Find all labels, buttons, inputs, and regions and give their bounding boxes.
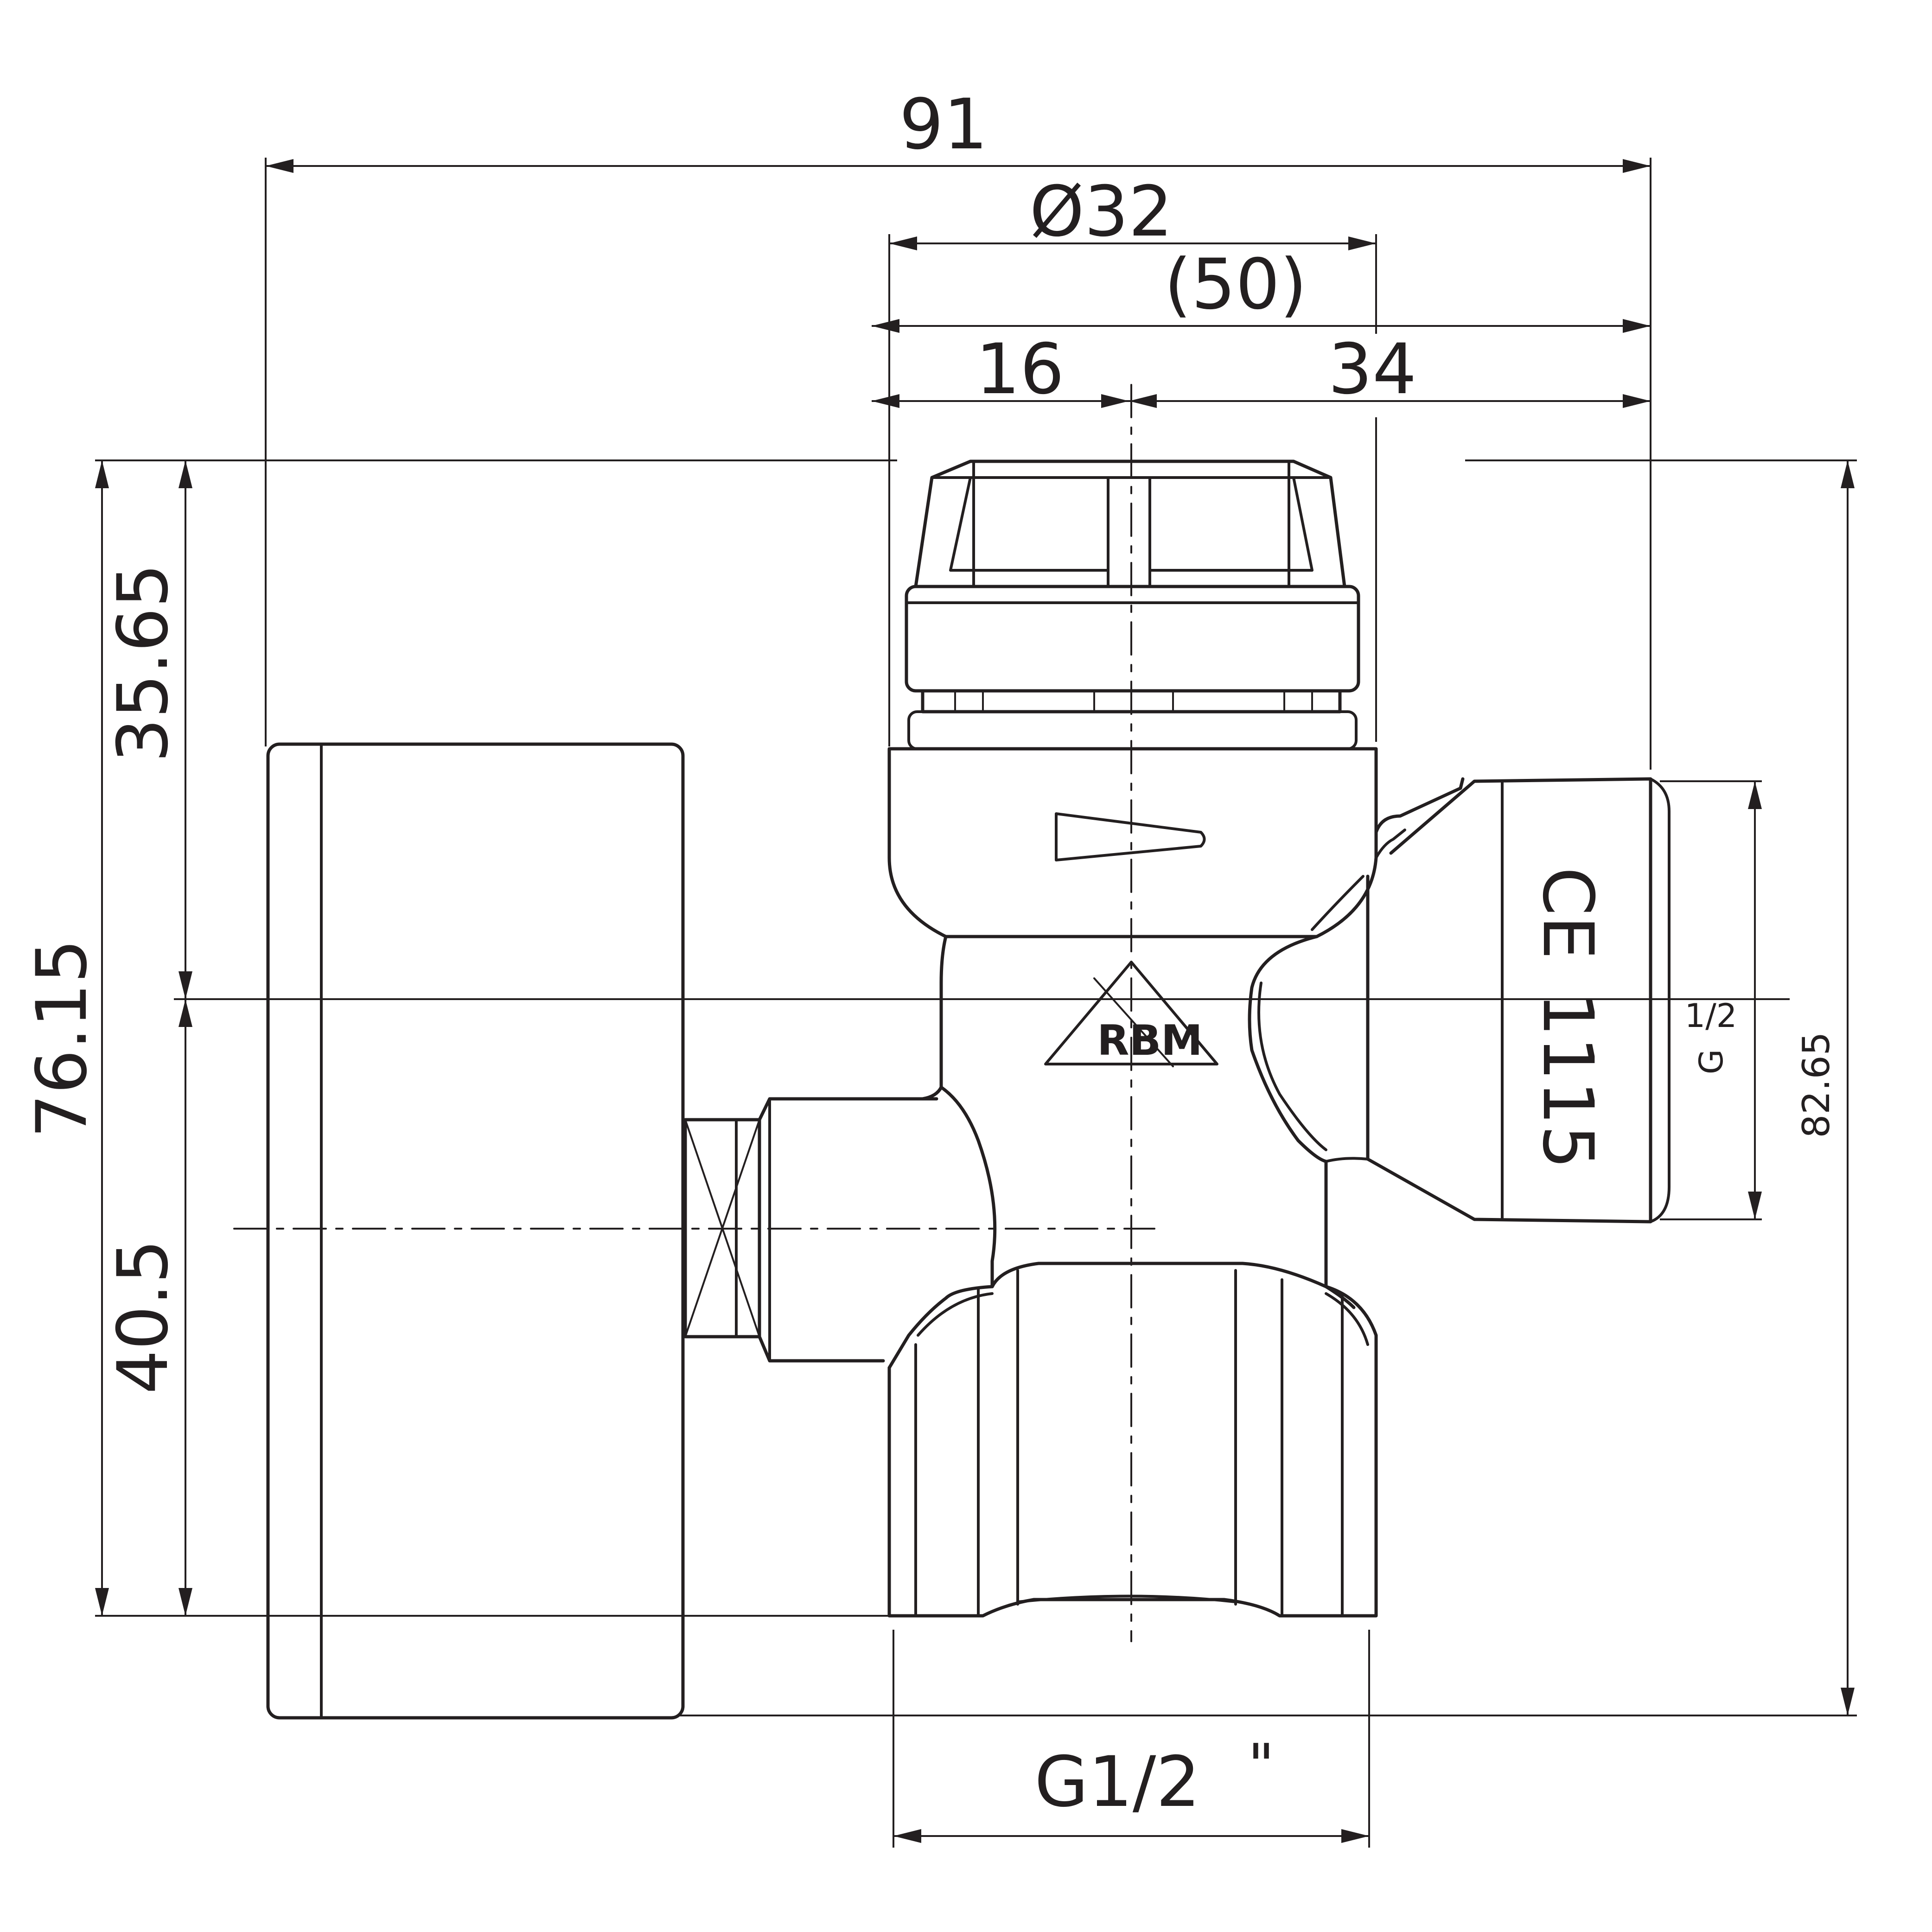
ce-marking: CE 1115 xyxy=(1527,867,1608,1169)
label-head-diameter: Ø32 xyxy=(1030,172,1173,252)
notified-body-text: 1115 xyxy=(1527,992,1608,1169)
label-side-thread-fraction: 1/2 xyxy=(1685,997,1737,1035)
dimension-lines xyxy=(95,158,1857,1848)
label-lower-height: 40.5 xyxy=(103,1239,184,1394)
label-upper-height: 35.65 xyxy=(103,563,184,762)
label-overall-height: 82.65 xyxy=(1795,1032,1838,1138)
label-right-offset: 34 xyxy=(1328,329,1417,410)
label-total-height: 76.15 xyxy=(22,939,102,1138)
label-bottom-thread: G1/2 xyxy=(1034,1742,1200,1823)
brand-logo: RBM xyxy=(1044,961,1218,1067)
centerlines xyxy=(233,384,1155,1642)
label-bottom-thread-mark: " xyxy=(1248,1732,1275,1799)
side-cap xyxy=(266,742,685,1720)
label-side-thread-letter: G xyxy=(1692,1049,1730,1074)
dimension-labels: 91 Ø32 (50) 16 34 35.65 76.15 40.5 82.65… xyxy=(22,84,1838,1823)
left-hex-stub xyxy=(683,1097,938,1363)
brand-text: RBM xyxy=(1097,1016,1202,1065)
label-reference-width: (50) xyxy=(1164,244,1307,325)
valve-head xyxy=(887,459,1378,938)
ce-mark-text: CE xyxy=(1527,867,1608,960)
label-left-offset: 16 xyxy=(976,329,1065,410)
label-overall-width: 91 xyxy=(899,84,988,165)
valve-body xyxy=(887,777,1671,1618)
